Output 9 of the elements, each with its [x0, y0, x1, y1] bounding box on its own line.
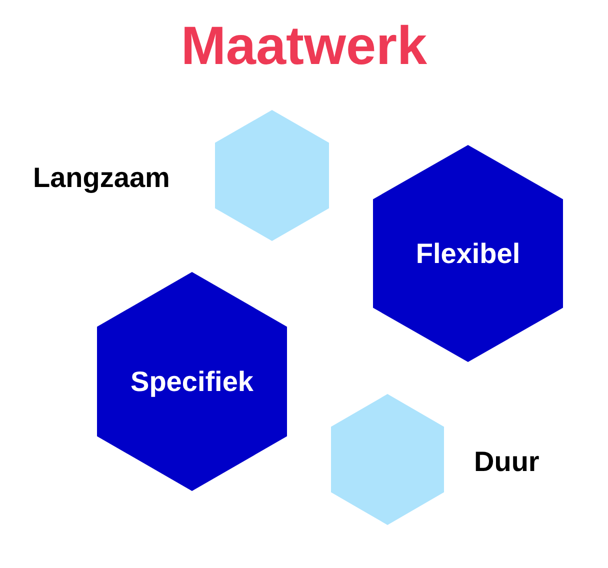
side-label: Duur	[474, 446, 540, 478]
hexagon	[331, 394, 444, 525]
hexagon-label: Specifiek	[130, 366, 254, 398]
hexagon	[373, 145, 563, 362]
diagram-title: Maatwerk	[180, 19, 428, 73]
hexagon	[97, 272, 287, 491]
hexagon	[215, 110, 329, 241]
side-label: Langzaam	[33, 162, 170, 194]
hexagon-label: Flexibel	[416, 238, 520, 270]
